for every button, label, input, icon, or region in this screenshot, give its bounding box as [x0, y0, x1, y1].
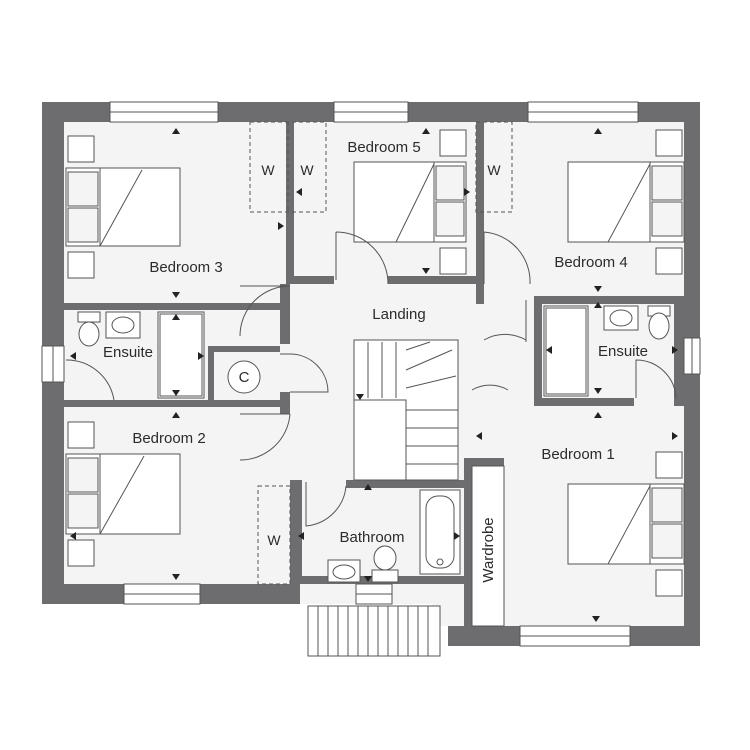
- label-landing: Landing: [372, 306, 425, 323]
- wardrobe-bedroom-1: [471, 465, 505, 627]
- w-mark-bedroom-5: W: [300, 162, 314, 178]
- label-cupboard: C: [239, 369, 250, 386]
- label-wardrobe: Wardrobe: [480, 517, 497, 582]
- w-mark-bedroom-4: W: [487, 162, 501, 178]
- door-bedroom-1: [471, 384, 509, 391]
- w-mark-bedroom-3: W: [261, 162, 275, 178]
- porch-canopy: [307, 605, 441, 657]
- dimension-arrows: [70, 128, 678, 622]
- ensuite-left-fixtures: [77, 311, 205, 399]
- label-bedroom-1: Bedroom 1: [541, 446, 614, 463]
- exterior-walls: [42, 102, 700, 646]
- doors: [65, 231, 677, 527]
- label-bedroom-4: Bedroom 4: [554, 254, 627, 271]
- room-labels: Bedroom 3 Bedroom 5 Bedroom 4 Landing En…: [103, 139, 648, 583]
- door-bedroom-2: [239, 413, 291, 461]
- bathroom-fixtures: [327, 489, 461, 583]
- cylinder-circle: [227, 360, 261, 394]
- door-bedroom-4: [483, 231, 531, 285]
- fitted-wardrobes: [249, 121, 513, 627]
- bed-bedroom-3: [65, 135, 181, 279]
- wardrobe-marks: W W W W: [261, 162, 501, 548]
- staircase: [353, 339, 459, 481]
- door-landing-right: [483, 300, 527, 342]
- door-ensuite-right: [635, 359, 677, 399]
- door-bedroom-5: [335, 231, 389, 285]
- door-cupboard: [280, 353, 329, 393]
- label-bedroom-5: Bedroom 5: [347, 139, 420, 156]
- label-bedroom-2: Bedroom 2: [132, 430, 205, 447]
- bed-bedroom-5: [353, 129, 467, 275]
- bed-bedroom-1: [567, 451, 685, 597]
- w-mark-bedroom-2: W: [267, 532, 281, 548]
- door-bathroom: [305, 482, 347, 527]
- door-bedroom-3: [239, 285, 291, 337]
- cylinder-cupboard: [227, 360, 261, 394]
- bed-bedroom-4: [567, 129, 685, 275]
- label-bedroom-3: Bedroom 3: [149, 259, 222, 276]
- label-ensuite-right: Ensuite: [598, 343, 648, 360]
- door-ensuite-left: [65, 359, 115, 401]
- label-bathroom: Bathroom: [339, 529, 404, 546]
- windows: [41, 101, 701, 647]
- bed-bedroom-2: [65, 421, 181, 567]
- label-ensuite-left: Ensuite: [103, 344, 153, 361]
